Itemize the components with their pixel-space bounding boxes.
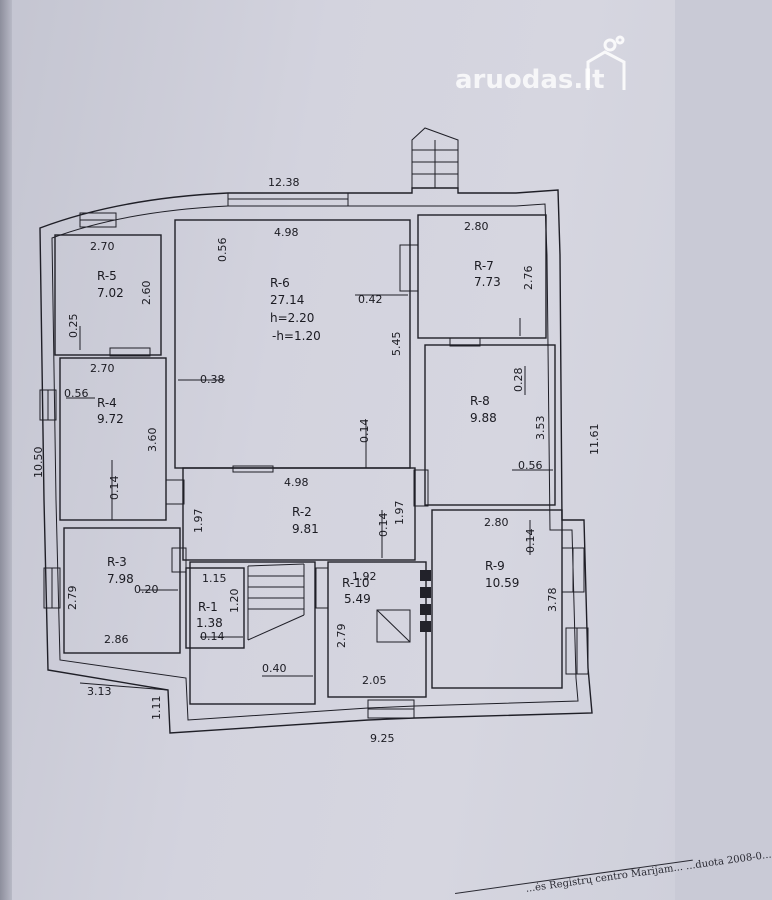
dim-r4-wall-a: 0.56 — [64, 387, 89, 400]
dim-r1-h: 1.20 — [228, 589, 241, 614]
watermark-logo: aruodas.lt — [455, 65, 605, 95]
dim-r2-wall: 0.14 — [377, 513, 390, 538]
dimension-lines — [66, 294, 553, 691]
dim-r4-h: 3.60 — [146, 428, 159, 453]
dim-r8-wall-right: 0.56 — [518, 459, 543, 472]
dim-r9-wall: 0.14 — [524, 529, 537, 554]
room-r6-area: 27.14 — [270, 293, 304, 307]
room-r6-id: R-6 — [270, 276, 290, 290]
room-r1 — [185, 567, 245, 649]
dim-r3-wall: 0.20 — [134, 583, 159, 596]
room-r6 — [174, 219, 411, 469]
room-r3-area: 7.98 — [107, 572, 134, 586]
dim-r5-h: 2.60 — [140, 281, 153, 306]
dim-left-total: 10.50 — [32, 447, 45, 479]
room-r7-area: 7.73 — [474, 275, 501, 289]
room-r3 — [63, 527, 181, 654]
stair-hall — [189, 561, 316, 705]
room-r10-id: R-10 — [342, 576, 369, 590]
dim-r5-wall: 0.25 — [67, 314, 80, 339]
dim-r9-w: 2.80 — [484, 516, 509, 529]
dim-r5-w: 2.70 — [90, 240, 115, 253]
staircase — [247, 563, 305, 641]
dim-bottom-left: 3.13 — [87, 685, 112, 698]
dim-r2-h-right: 1.97 — [393, 501, 406, 526]
dim-r7-h: 2.76 — [522, 266, 535, 291]
dim-right-total: 11.61 — [588, 424, 601, 456]
room-r5-id: R-5 — [97, 269, 117, 283]
room-r1-id: R-1 — [198, 600, 218, 614]
room-r3-id: R-3 — [107, 555, 127, 569]
dim-r10-w2: 2.05 — [362, 674, 387, 687]
dim-r6-wall-top: 0.56 — [216, 238, 229, 263]
dim-r4-wall-b: 0.14 — [108, 476, 121, 501]
dim-r4-w: 2.70 — [90, 362, 115, 375]
dim-r6-wall-left: 0.38 — [200, 373, 225, 386]
dim-r1-wall: 0.14 — [200, 630, 225, 643]
dim-r9-h: 3.78 — [546, 588, 559, 613]
room-r4 — [59, 357, 167, 521]
entrance-steps — [411, 127, 459, 188]
room-r8 — [424, 344, 556, 506]
watermark-logo-mark — [586, 35, 626, 90]
dim-r10-h: 2.79 — [335, 624, 348, 649]
dim-r8-h: 3.53 — [534, 416, 547, 441]
room-r1-area: 1.38 — [196, 616, 223, 630]
room-r6-height-low: -h=1.20 — [272, 329, 321, 343]
room-r5-area: 7.02 — [97, 286, 124, 300]
dim-top-total: 12.38 — [268, 176, 300, 189]
floor-plan-drawing: R-5 7.02 R-4 9.72 R-3 7.98 R-6 27.14 h=2… — [32, 35, 626, 745]
paper-edge-shadow — [0, 0, 12, 900]
dim-r6-w: 4.98 — [274, 226, 299, 239]
dim-r6-wall-bottom: 0.14 — [358, 419, 371, 444]
dim-r10-w: 1.92 — [352, 570, 377, 583]
room-r5 — [54, 234, 162, 356]
room-r8-area: 9.88 — [470, 411, 497, 425]
dim-r6-h: 5.45 — [390, 332, 403, 357]
outer-wall — [39, 187, 593, 734]
room-r2-id: R-2 — [292, 505, 312, 519]
room-r7-id: R-7 — [474, 259, 494, 273]
dim-r2-w: 4.98 — [284, 476, 309, 489]
room-r9 — [431, 509, 563, 689]
room-r8-id: R-8 — [470, 394, 490, 408]
dim-r1-w: 1.15 — [202, 572, 227, 585]
room-r2-area: 9.81 — [292, 522, 319, 536]
dim-r6-wall-right: 0.42 — [358, 293, 383, 306]
stove-marks — [420, 570, 431, 632]
dim-r7-w: 2.80 — [464, 220, 489, 233]
dim-r3-w: 2.86 — [104, 633, 129, 646]
entrance-step-lines — [412, 140, 458, 188]
room-r4-id: R-4 — [97, 396, 117, 410]
dim-stair-w: 0.40 — [262, 662, 287, 675]
dim-bottom-left-v: 1.11 — [150, 696, 163, 721]
dim-r3-h: 2.79 — [66, 586, 79, 611]
room-r6-height: h=2.20 — [270, 311, 314, 325]
room-r10-area: 5.49 — [344, 592, 371, 606]
room-r9-id: R-9 — [485, 559, 505, 573]
room-r9-area: 10.59 — [485, 576, 519, 590]
windows — [39, 192, 589, 719]
room-r4-area: 9.72 — [97, 412, 124, 426]
sink-symbol — [376, 609, 411, 643]
room-r2 — [182, 467, 416, 561]
dim-bottom-total: 9.25 — [370, 732, 395, 745]
dim-r8-wall-top: 0.28 — [512, 368, 525, 393]
dim-r2-h-left: 1.97 — [192, 509, 205, 534]
